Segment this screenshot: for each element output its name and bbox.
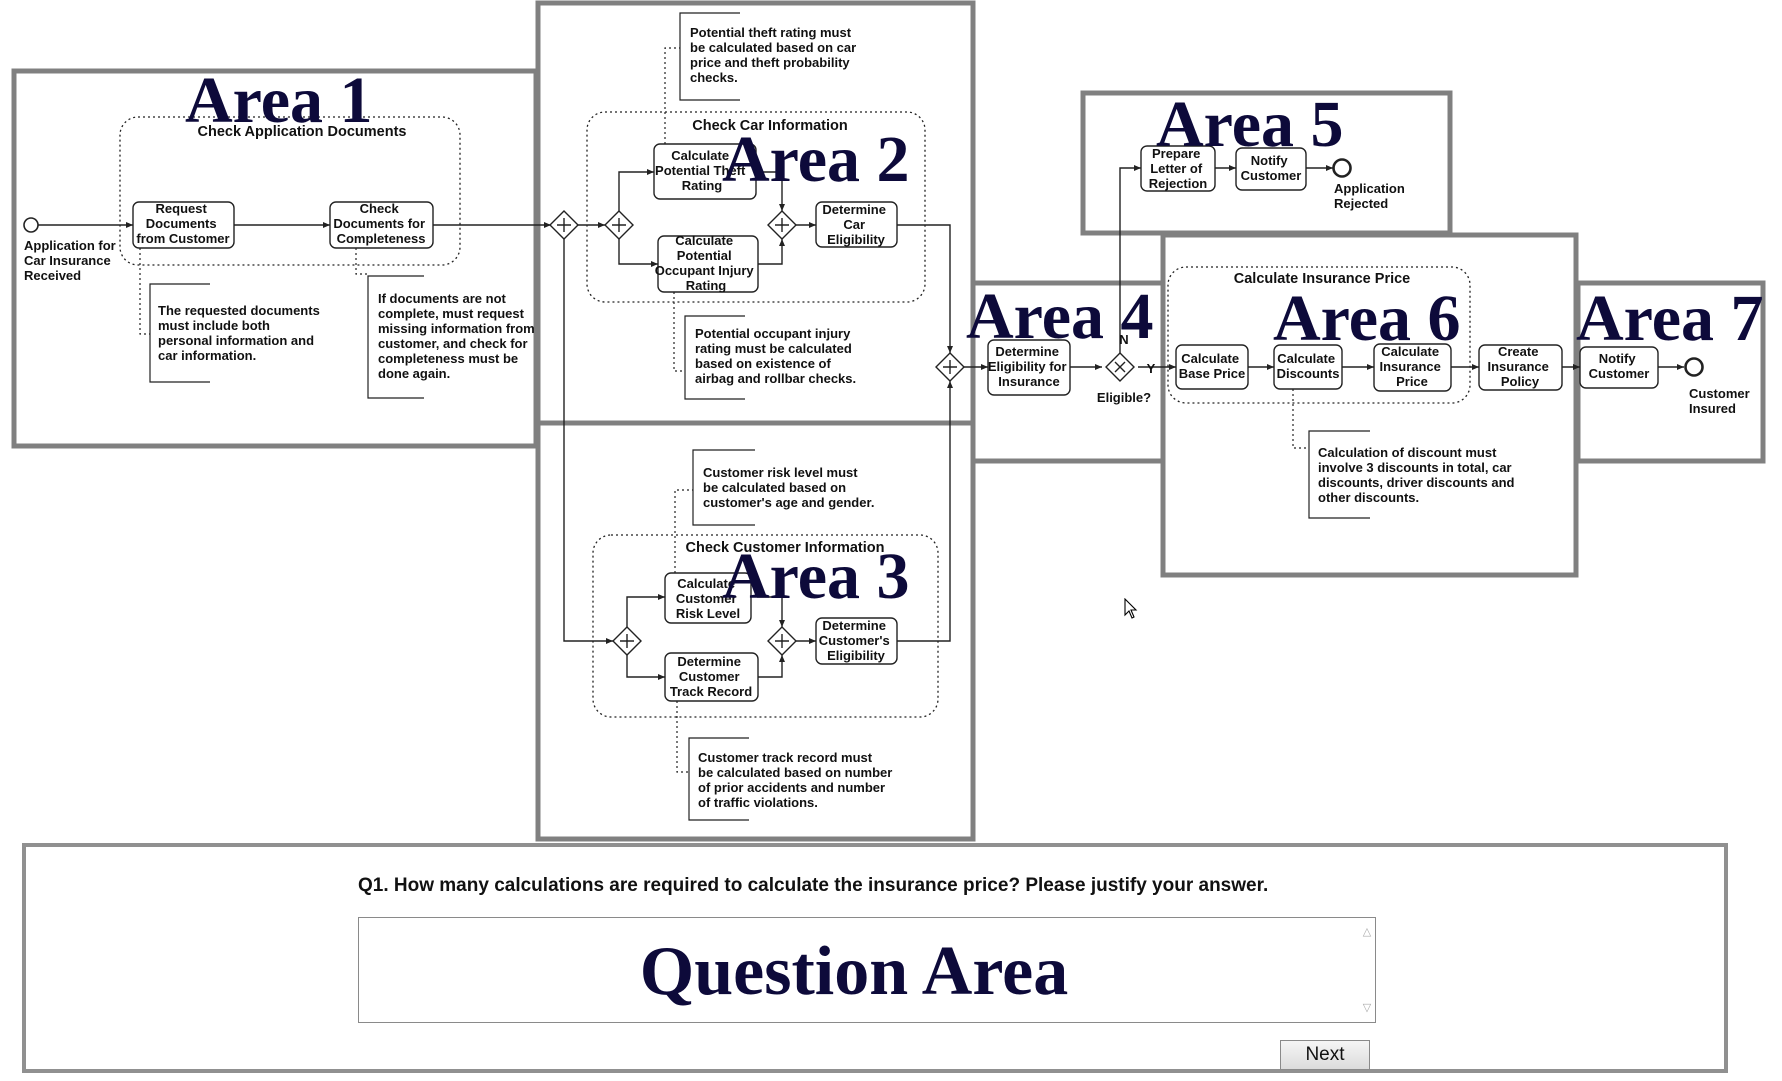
- area-1-label: Area 1: [185, 64, 373, 137]
- area-2-label: Area 2: [722, 123, 910, 196]
- svg-text:Calculate Insurance: Calculate Insurance Price: [1379, 344, 1444, 389]
- svg-text:Calculation of discount must: Calculation of discount must involve 3 d…: [1318, 445, 1518, 505]
- subprocess-check-customer: [592, 534, 939, 718]
- subprocess-title: Check Car Information: [692, 118, 848, 134]
- svg-text:Notify Customer: Notify Customer: [1589, 351, 1650, 381]
- svg-text:Calculate Customer: Calculate Customer Risk Level: [676, 576, 740, 621]
- exclusive-gateway-eligible: [1105, 352, 1135, 382]
- end-event-insured: [1684, 357, 1704, 377]
- annotation-documents-required: The requested documents must include bot…: [139, 248, 323, 383]
- svg-text:Create Insurance P: Create Insurance Policy: [1487, 344, 1552, 389]
- scroll-down-arrow-icon[interactable]: ▽: [1362, 1001, 1372, 1014]
- task-calculate-theft-rating: Calculate Potential Theft Rating: [653, 143, 757, 200]
- task-notify-customer-rejection: Notify Customer: [1235, 147, 1307, 191]
- parallel-gateway-join-customer: [767, 626, 797, 656]
- parallel-gateway-join-main: [935, 352, 965, 382]
- annotation-theft-rating: Potential theft rating must be calculate…: [664, 12, 860, 144]
- annotation-discount: Calculation of discount must involve 3 d…: [1292, 389, 1518, 519]
- task-calculate-insurance-price: Calculate Insurance Price: [1373, 343, 1452, 392]
- end-event-rejected: [1332, 158, 1352, 178]
- gateway-label: Eligible?: [1097, 390, 1151, 405]
- task-calculate-risk-level: Calculate Customer Risk Level: [664, 572, 752, 624]
- subprocess-title: Check Customer Information: [686, 540, 885, 556]
- scroll-up-arrow-icon[interactable]: △: [1362, 925, 1372, 938]
- task-request-documents: Request Documents from Customer: [132, 201, 235, 249]
- svg-text:Request Documents: Request Documents from Customer: [136, 201, 229, 246]
- task-determine-car-eligibility: Determine Car Eligibility: [815, 201, 898, 248]
- sequence-flows: [38, 165, 1684, 680]
- task-create-insurance-policy: Create Insurance Policy: [1478, 344, 1563, 391]
- question-area-label: Question Area: [639, 933, 1069, 1010]
- task-check-documents: Check Documents for Completeness: [329, 201, 434, 249]
- task-prepare-rejection-letter: Prepare Letter of Rejection: [1140, 145, 1216, 192]
- task-calculate-occupant-injury: Calculate Potential Occupant Injury Rati…: [655, 233, 759, 293]
- start-event: [23, 217, 39, 233]
- parallel-gateway-split-car: [604, 210, 634, 240]
- question-panel: Q1. How many calculations are required t…: [22, 843, 1728, 1073]
- svg-text:Potential theft rating must: Potential theft rating must be calculate…: [690, 25, 860, 85]
- answer-textarea[interactable]: Question Area △ ▽: [358, 917, 1376, 1023]
- svg-text:Determine Car Elig: Determine Car Eligibility: [822, 202, 889, 247]
- parallel-gateway-split-main: [549, 210, 579, 240]
- next-button[interactable]: Next: [1280, 1040, 1370, 1070]
- task-determine-customer-eligibility: Determine Customer's Eligibility: [815, 617, 898, 665]
- annotation-documents-incomplete: If documents are not complete, must requ…: [355, 248, 538, 399]
- subprocess-title: Check Application Documents: [198, 124, 407, 140]
- start-event-label: Application for Car Insurance Received: [24, 238, 119, 283]
- parallel-gateway-join-car: [767, 210, 797, 240]
- question-text: Q1. How many calculations are required t…: [358, 875, 1269, 896]
- annotation-risk-level: Customer risk level must be calculated b…: [674, 449, 874, 573]
- area-5-label: Area 5: [1156, 88, 1344, 161]
- svg-text:Calculate Potential Thef: Calculate Potential Theft Rating: [655, 148, 749, 193]
- svg-text:The requested documents: The requested documents must include bot…: [158, 303, 323, 363]
- svg-text:Check Documents for: Check Documents for Completeness: [333, 201, 428, 246]
- area-3-frame: [535, 420, 976, 842]
- svg-text:If documents are not com: If documents are not complete, must requ…: [378, 291, 538, 381]
- annotation-track-record: Customer track record must be calculated…: [676, 701, 896, 821]
- area-7-label: Area 7: [1576, 282, 1764, 355]
- task-determine-track-record: Determine Customer Track Record: [664, 652, 759, 702]
- svg-text:Calculate Discounts: Calculate Discounts: [1277, 351, 1340, 381]
- end-event-rejected-label: Application Rejected: [1334, 181, 1408, 211]
- svg-text:Determine Customer's: Determine Customer's Eligibility: [819, 618, 894, 663]
- task-determine-insurance-eligibility: Determine Eligibility for Insurance: [987, 339, 1071, 396]
- mouse-cursor-icon: [1124, 598, 1138, 619]
- svg-text:Potential occupant injury: Potential occupant injury rating must be…: [695, 326, 856, 386]
- svg-text:Calculate Potential: Calculate Potential Occupant Injury Rati…: [655, 233, 758, 293]
- subprocess-check-documents: [119, 116, 461, 266]
- gateway-yes-label: Y: [1147, 361, 1156, 376]
- svg-text:Prepare Letter of: Prepare Letter of Rejection: [1149, 146, 1208, 191]
- task-calculate-discounts: Calculate Discounts: [1273, 344, 1343, 390]
- svg-text:Notify Customer: Notify Customer: [1241, 153, 1302, 183]
- annotation-occupant-injury: Potential occupant injury rating must be…: [673, 292, 856, 400]
- svg-text:Determine Customer: Determine Customer Track Record: [670, 654, 752, 699]
- area-3-label: Area 3: [722, 540, 910, 613]
- area-4-label: Area 4: [966, 280, 1154, 353]
- area-6-label: Area 6: [1273, 282, 1461, 355]
- end-event-insured-label: Customer Insured: [1689, 386, 1753, 416]
- parallel-gateway-split-customer: [612, 626, 642, 656]
- svg-text:Customer risk level must: Customer risk level must be calculated b…: [703, 465, 874, 510]
- answer-scrollbar[interactable]: △ ▽: [1359, 918, 1375, 1022]
- svg-text:Determine Eligibility fo: Determine Eligibility for Insurance: [988, 344, 1070, 389]
- svg-text:Customer track record must: Customer track record must be calculated…: [698, 750, 896, 810]
- subprocess-title: Calculate Insurance Price: [1234, 271, 1411, 287]
- task-notify-customer-insured: Notify Customer: [1579, 346, 1659, 389]
- gateway-no-label: N: [1119, 332, 1128, 347]
- svg-text:Calculate Base Price: Calculate Base Price: [1179, 351, 1246, 381]
- subprocess-check-car: [586, 111, 926, 303]
- subprocess-calculate-price: [1167, 266, 1471, 404]
- area-7-frame: [1575, 280, 1766, 464]
- task-calculate-base-price: Calculate Base Price: [1175, 344, 1249, 390]
